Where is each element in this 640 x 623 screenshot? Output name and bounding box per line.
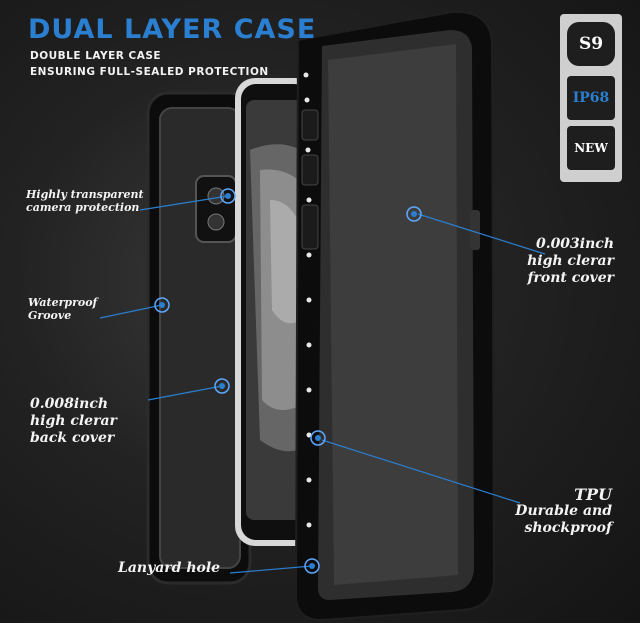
- callout-lanyard: Lanyard hole: [118, 560, 221, 576]
- callout-markers: [154, 188, 422, 574]
- front-cover: [294, 10, 496, 622]
- callout-lines: [99, 195, 546, 574]
- model-badge: S9: [567, 22, 615, 66]
- new-badge: NEW: [567, 126, 615, 170]
- page-title: DUAL LAYER CASE: [28, 14, 317, 45]
- subtitle-line-2: ENSURING FULL-SEALED PROTECTION: [30, 66, 269, 78]
- badge-strip: S9 IP68 NEW: [560, 14, 622, 182]
- callout-groove: Waterproof Groove: [28, 296, 98, 322]
- callout-camera: Highly transparent camera protection: [26, 188, 144, 214]
- callout-tpu: TPU Durable and shockproof: [515, 485, 612, 536]
- callout-back-cover: 0.008inch high clerar back cover: [30, 396, 117, 446]
- back-case-shell: [146, 91, 252, 585]
- subtitle-line-1: DOUBLE LAYER CASE: [30, 50, 162, 62]
- callout-front-cover: 0.003inch high clerar front cover: [527, 236, 614, 286]
- ip-rating-badge: IP68: [567, 76, 615, 120]
